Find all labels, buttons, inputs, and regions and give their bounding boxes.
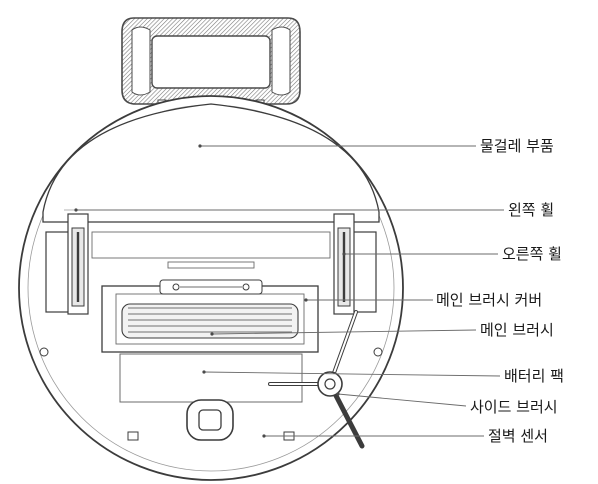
callout-mop: 물걸레 부품 (480, 137, 554, 155)
mop-handle (121, 17, 301, 109)
leader-lines (74, 144, 504, 438)
battery-pack-part (119, 353, 303, 403)
callout-right-wheel: 오른쪽 휠 (502, 245, 562, 263)
callout-cliff-sensor: 절벽 센서 (488, 427, 548, 445)
callout-main-brush: 메인 브러시 (480, 321, 554, 339)
center-cavity (91, 231, 331, 269)
left-wheel-part (45, 213, 89, 315)
callout-side-brush: 사이드 브러시 (470, 398, 558, 416)
callout-main-brush-cover: 메인 브러시 커버 (436, 291, 543, 309)
caster-wheel-part (186, 399, 234, 441)
callout-left-wheel: 왼쪽 휠 (508, 201, 555, 219)
callout-battery-pack: 배터리 팩 (504, 367, 564, 385)
main-brush-part (121, 303, 299, 339)
